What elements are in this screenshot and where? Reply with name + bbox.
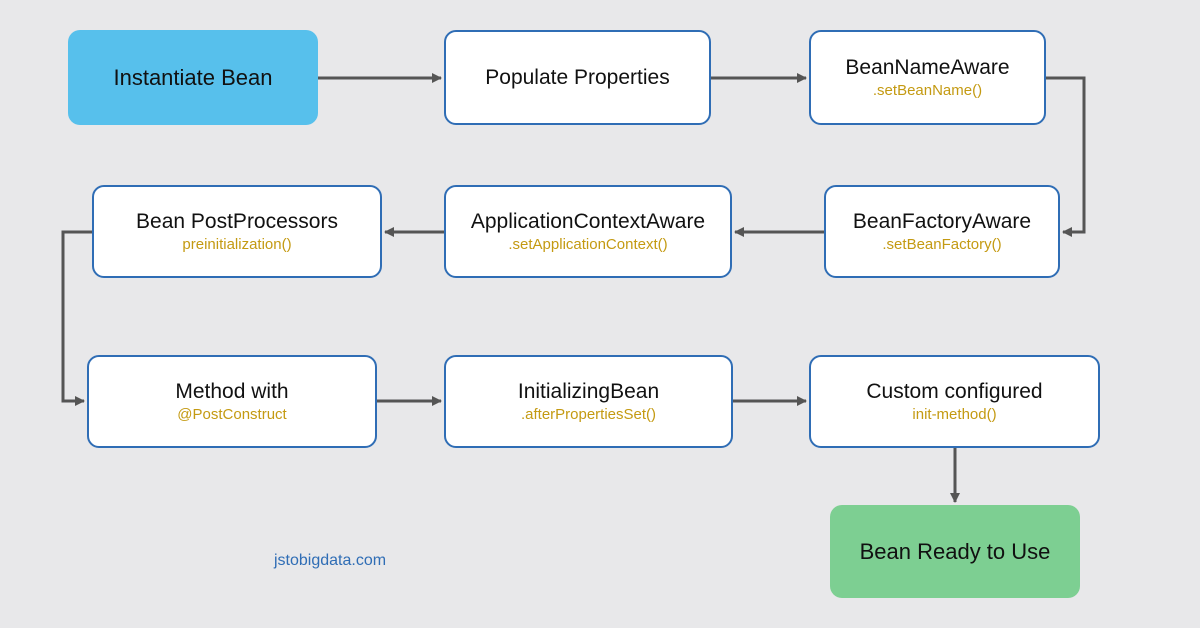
node-instantiate-bean: Instantiate Bean	[68, 30, 318, 125]
node-populate-properties: Populate Properties	[444, 30, 711, 125]
node-method: .setApplicationContext()	[508, 235, 668, 253]
arrow-postprocessors-to-postconstruct	[61, 230, 92, 406]
node-method: .setBeanFactory()	[882, 235, 1002, 253]
node-title: ApplicationContextAware	[470, 209, 706, 233]
node-bean-factory-aware: BeanFactoryAware .setBeanFactory()	[824, 185, 1060, 278]
node-initializing-bean: InitializingBean .afterPropertiesSet()	[444, 355, 733, 448]
node-application-context-aware: ApplicationContextAware .setApplicationC…	[444, 185, 732, 278]
node-title: Method with	[175, 379, 289, 403]
node-method: init-method()	[912, 405, 997, 423]
node-title: BeanFactoryAware	[852, 209, 1032, 233]
node-title: Custom configured	[866, 379, 1043, 403]
node-custom-init-method: Custom configured init-method()	[809, 355, 1100, 448]
node-post-construct: Method with @PostConstruct	[87, 355, 377, 448]
node-bean-post-processors: Bean PostProcessors preinitialization()	[92, 185, 382, 278]
node-title: Bean PostProcessors	[136, 209, 338, 233]
node-title: Populate Properties	[485, 65, 670, 89]
node-title: Bean Ready to Use	[859, 538, 1051, 564]
watermark-text: jstobigdata.com	[274, 552, 387, 569]
node-title: BeanNameAware	[845, 55, 1010, 79]
node-bean-name-aware: BeanNameAware .setBeanName()	[809, 30, 1046, 125]
arrow-beannameaware-to-beanfactoryaware	[1046, 76, 1086, 237]
node-method: .afterPropertiesSet()	[520, 405, 657, 423]
node-method: preinitialization()	[182, 235, 292, 253]
node-method: @PostConstruct	[177, 405, 287, 423]
node-title: InitializingBean	[517, 379, 660, 403]
node-title: Instantiate Bean	[113, 64, 273, 90]
node-bean-ready: Bean Ready to Use	[830, 505, 1080, 598]
node-method: .setBeanName()	[872, 81, 983, 99]
